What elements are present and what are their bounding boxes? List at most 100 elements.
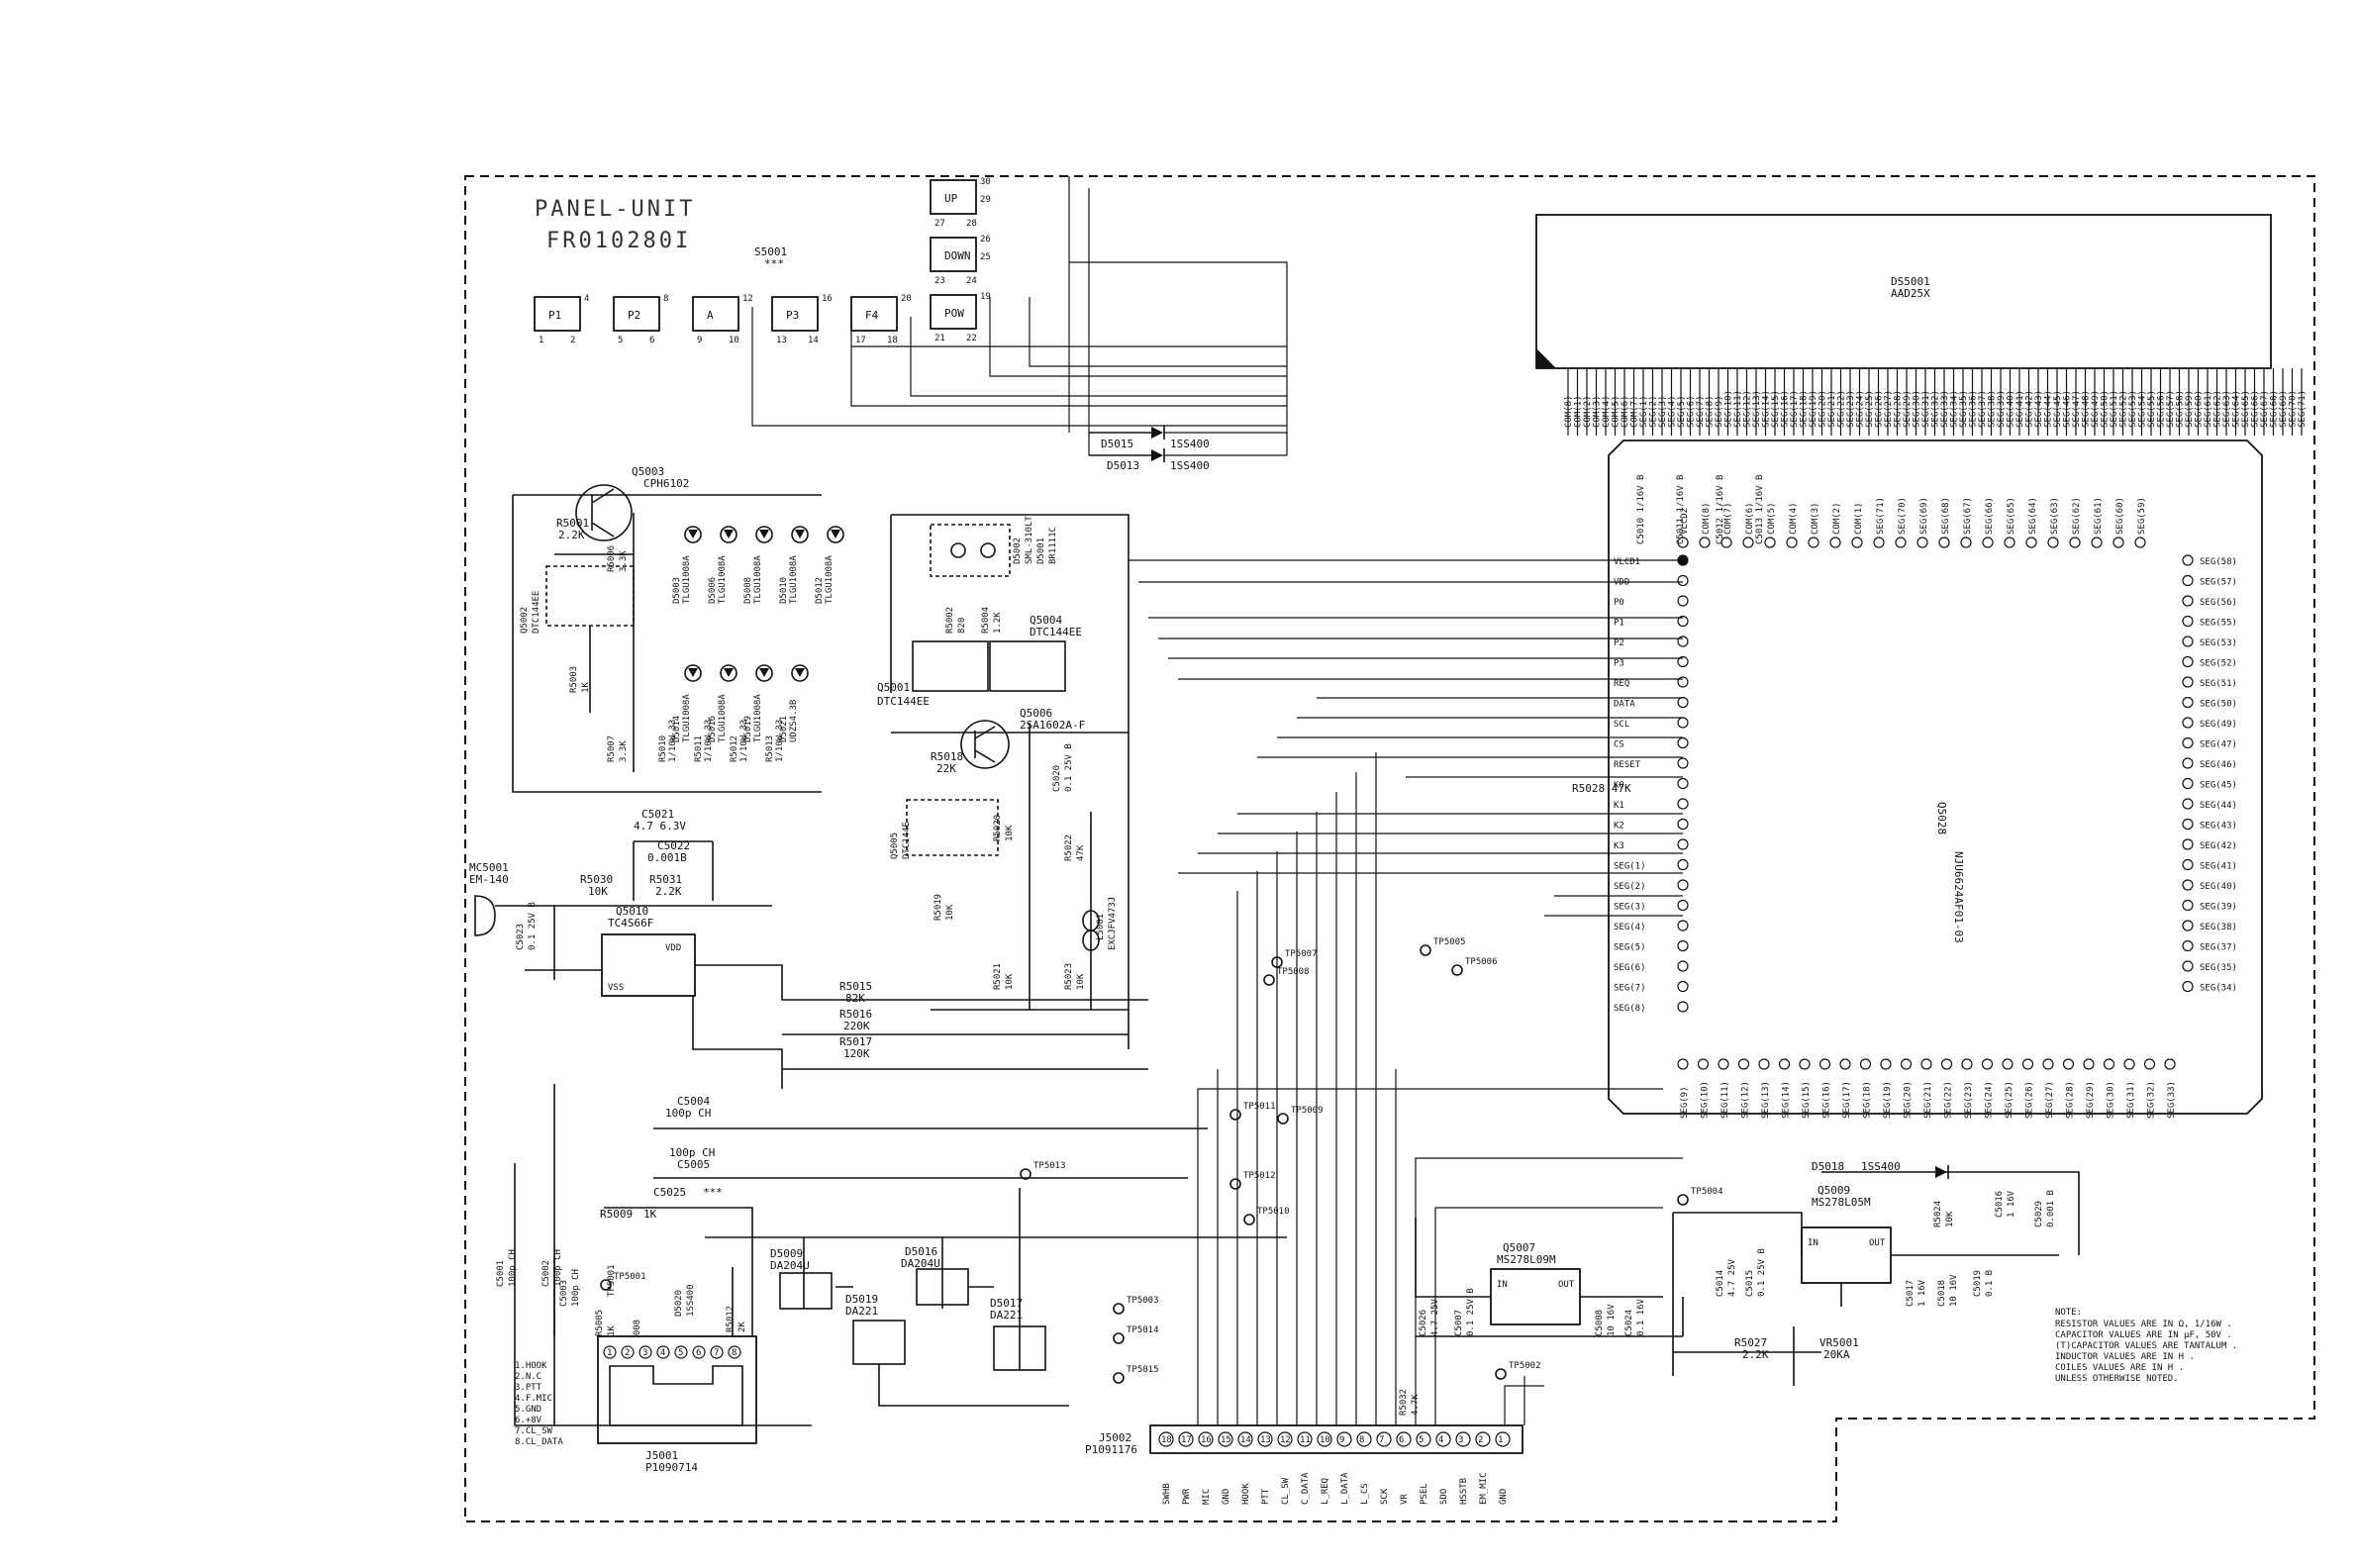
vlcd-cap-label: C5010 1/16V B xyxy=(1636,475,1646,544)
display-pin-label: SEG(57) xyxy=(2166,390,2176,428)
display-pin-label: SEG(33) xyxy=(1940,390,1950,428)
ic-left-pin-label: CS xyxy=(1614,740,1624,750)
svg-text:R5024: R5024 xyxy=(1933,1201,1943,1227)
svg-text:TP5010: TP5010 xyxy=(1257,1207,1290,1217)
display-pin-label: SEG(20) xyxy=(1818,390,1828,428)
test-point-tp5008: TP5008 xyxy=(1263,967,1310,986)
display-pin-label: SEG(56) xyxy=(2157,390,2167,428)
test-point-tp5005: TP5005 xyxy=(1420,937,1466,956)
svg-text:R5032: R5032 xyxy=(1399,1389,1409,1416)
ic-bottom-pin-label: SEG(9) xyxy=(1680,1086,1690,1119)
note-line: CAPACITOR VALUES ARE IN μF, 50V . xyxy=(2055,1330,2232,1340)
key-pin-number: 18 xyxy=(887,336,898,345)
ic-left-pin-label: SEG(6) xyxy=(1614,963,1646,973)
ic-bottom-pin-label: SEG(29) xyxy=(2086,1081,2096,1119)
svg-text:TP5009: TP5009 xyxy=(1291,1106,1324,1116)
j5001-pin xyxy=(728,1345,741,1359)
svg-text:Q5004: Q5004 xyxy=(1030,614,1062,627)
svg-text:D5013: D5013 xyxy=(1107,459,1139,472)
key-label: P3 xyxy=(786,309,799,322)
j5002-pin xyxy=(1495,1431,1511,1447)
display-pin-label: SEG(14) xyxy=(1762,390,1772,428)
j5002-pin xyxy=(1435,1431,1451,1447)
svg-text:100p CH: 100p CH xyxy=(571,1269,581,1307)
svg-text:C5025: C5025 xyxy=(653,1186,686,1199)
display-pin-label: SEG(11) xyxy=(1733,390,1743,428)
svg-text:R5004: R5004 xyxy=(981,607,991,634)
ic-bottom-pin xyxy=(2062,1058,2075,1070)
j5002-pin-label: EM_MIC xyxy=(1479,1472,1489,1505)
ic-right-pins: SEG(58)SEG(57)SEG(56)SEG(55)SEG(53)SEG(5… xyxy=(2182,554,2237,994)
svg-text:10K: 10K xyxy=(1005,825,1015,841)
display-pin-label: SEG(42) xyxy=(2025,390,2035,428)
ic-right-pin xyxy=(2182,858,2194,871)
ic-left-pin xyxy=(1677,879,1689,891)
ic-left-pin xyxy=(1677,838,1689,850)
ic-left-pin xyxy=(1677,899,1689,912)
test-point-tp5006: TP5006 xyxy=(1451,957,1498,976)
j5001-pin xyxy=(710,1345,724,1359)
display-pin-label: SEG(35) xyxy=(1959,390,1969,428)
ic-right-pin-label: SEG(56) xyxy=(2200,598,2237,608)
ic-left-pin xyxy=(1677,777,1689,790)
display-pin-label: SEG(23) xyxy=(1846,390,1856,428)
ic-left-pin xyxy=(1677,676,1689,688)
ic-right-pin xyxy=(2182,655,2194,668)
note-line: RESISTOR VALUES ARE IN Ω, 1/16W . xyxy=(2055,1320,2232,1329)
svg-text:C5019: C5019 xyxy=(1973,1270,1983,1297)
svg-text:BR1111C: BR1111C xyxy=(1048,527,1058,564)
ic-right-pin-label: SEG(49) xyxy=(2200,720,2237,730)
svg-text:DTC144EE: DTC144EE xyxy=(532,591,541,634)
ic-right-pin-label: SEG(55) xyxy=(2200,619,2237,629)
display-pin-label: SEG(12) xyxy=(1743,390,1753,428)
display-pin-label: SEG(60) xyxy=(2195,390,2205,428)
svg-text:Q5001: Q5001 xyxy=(877,681,910,694)
j5002-pin-number: 14 xyxy=(1240,1435,1251,1445)
ic-right-pin-label: SEG(41) xyxy=(2200,862,2237,872)
ic-left-pin xyxy=(1677,818,1689,831)
board-outline xyxy=(464,175,2315,1522)
display-pin-label: SEG(16) xyxy=(1781,390,1791,428)
display-pin-label: SEG(70) xyxy=(2289,390,2299,428)
svg-text:IN: IN xyxy=(1497,1280,1508,1290)
display-pin-label: SEG(38) xyxy=(1988,390,1998,428)
display-pin-label: SEG(48) xyxy=(2082,390,2092,428)
svg-text:100p CH: 100p CH xyxy=(665,1107,711,1120)
ic-right-pin xyxy=(2182,615,2194,628)
test-point-tp5001: TP5001 xyxy=(600,1272,646,1291)
j5002-pin-number: 8 xyxy=(1359,1435,1364,1445)
ic-bottom-pin-label: SEG(30) xyxy=(2107,1081,2116,1119)
svg-text:R5022: R5022 xyxy=(1064,834,1074,861)
ic-top-pin-label: SEG(62) xyxy=(2072,497,2082,535)
svg-text:SML-310LT: SML-310LT xyxy=(1025,516,1034,564)
display-pin-label: SEG(52) xyxy=(2119,390,2129,428)
svg-text:R5002: R5002 xyxy=(945,607,955,634)
key-pin-number: 17 xyxy=(855,336,866,345)
ic-top-pin-label: COM(2) xyxy=(1832,502,1842,535)
svg-text:C5022: C5022 xyxy=(657,839,690,852)
svg-text:C5023: C5023 xyxy=(516,924,526,950)
ic-top-pin xyxy=(2047,537,2059,548)
ic-bottom-pin xyxy=(2042,1058,2054,1070)
ic-top-pin xyxy=(1742,537,1754,548)
svg-text:TLGU1008A: TLGU1008A xyxy=(718,694,728,742)
ic-bottom-pin-label: SEG(27) xyxy=(2045,1081,2055,1119)
j5002-pin-label: PTT xyxy=(1261,1488,1271,1505)
ic-top-pin-label: SEG(63) xyxy=(2050,497,2060,535)
r5028-label: R5028 47K xyxy=(1572,782,1631,795)
ic-left-pin-label: K0 xyxy=(1614,781,1624,791)
ic-top-pin xyxy=(1699,537,1711,548)
ic-left-pin-label: P1 xyxy=(1614,619,1624,629)
ic-right-pin-label: SEG(35) xyxy=(2200,963,2237,973)
svg-text:3.3K: 3.3K xyxy=(619,550,629,572)
ic-part: NJU6624AF01-03 xyxy=(1952,851,1965,943)
regulator-section: Q5007 MS278L09M IN OUT Q5009 MS278L05M I… xyxy=(1415,1160,2080,1386)
j5002-pin xyxy=(1178,1431,1194,1447)
display-pin-label: SEG(37) xyxy=(1978,390,1988,428)
svg-text:TC4S66F: TC4S66F xyxy=(608,917,653,930)
display-pin-label: SEG(36) xyxy=(1969,390,1979,428)
